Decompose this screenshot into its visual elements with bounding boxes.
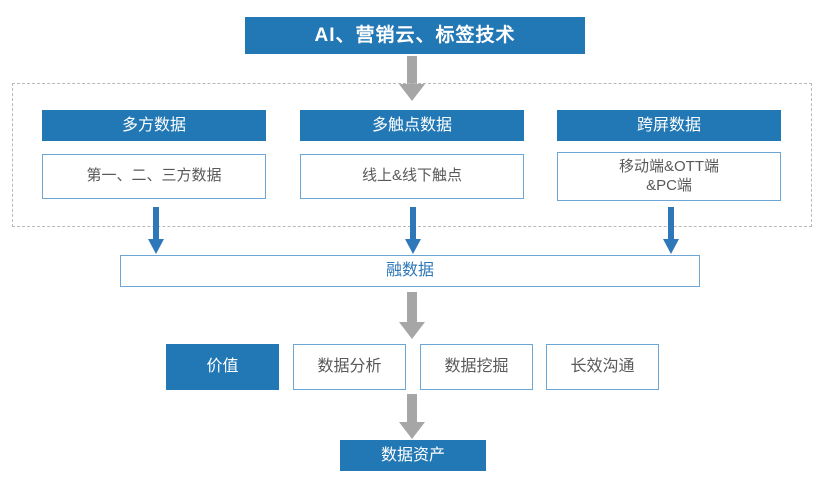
source-column-3-body: 移动端&OTT端 &PC端 <box>557 152 781 201</box>
source-column-1-body: 第一、二、三方数据 <box>42 154 266 199</box>
merge-data-box: 融数据 <box>120 255 700 287</box>
value-item-1: 数据分析 <box>293 344 406 390</box>
source-column-1-header: 多方数据 <box>42 110 266 141</box>
source-column-3-body-line2: &PC端 <box>646 176 692 194</box>
data-asset-box: 数据资产 <box>340 440 486 471</box>
arrow-merge-to-value <box>398 292 426 340</box>
arrow-value-to-asset <box>398 394 426 440</box>
arrow-title-to-sources <box>398 56 426 102</box>
arrow-column-3-to-merge <box>662 207 680 255</box>
diagram-title: AI、营销云、标签技术 <box>245 17 585 54</box>
value-label-box: 价值 <box>166 344 279 390</box>
source-column-2-body: 线上&线下触点 <box>300 154 524 199</box>
arrow-column-2-to-merge <box>404 207 422 255</box>
source-column-3-body-line1: 移动端&OTT端 <box>619 157 719 175</box>
arrow-column-1-to-merge <box>147 207 165 255</box>
source-column-2-header: 多触点数据 <box>300 110 524 141</box>
source-column-3-header: 跨屏数据 <box>557 110 781 141</box>
value-item-3: 长效沟通 <box>546 344 659 390</box>
value-item-2: 数据挖掘 <box>420 344 533 390</box>
